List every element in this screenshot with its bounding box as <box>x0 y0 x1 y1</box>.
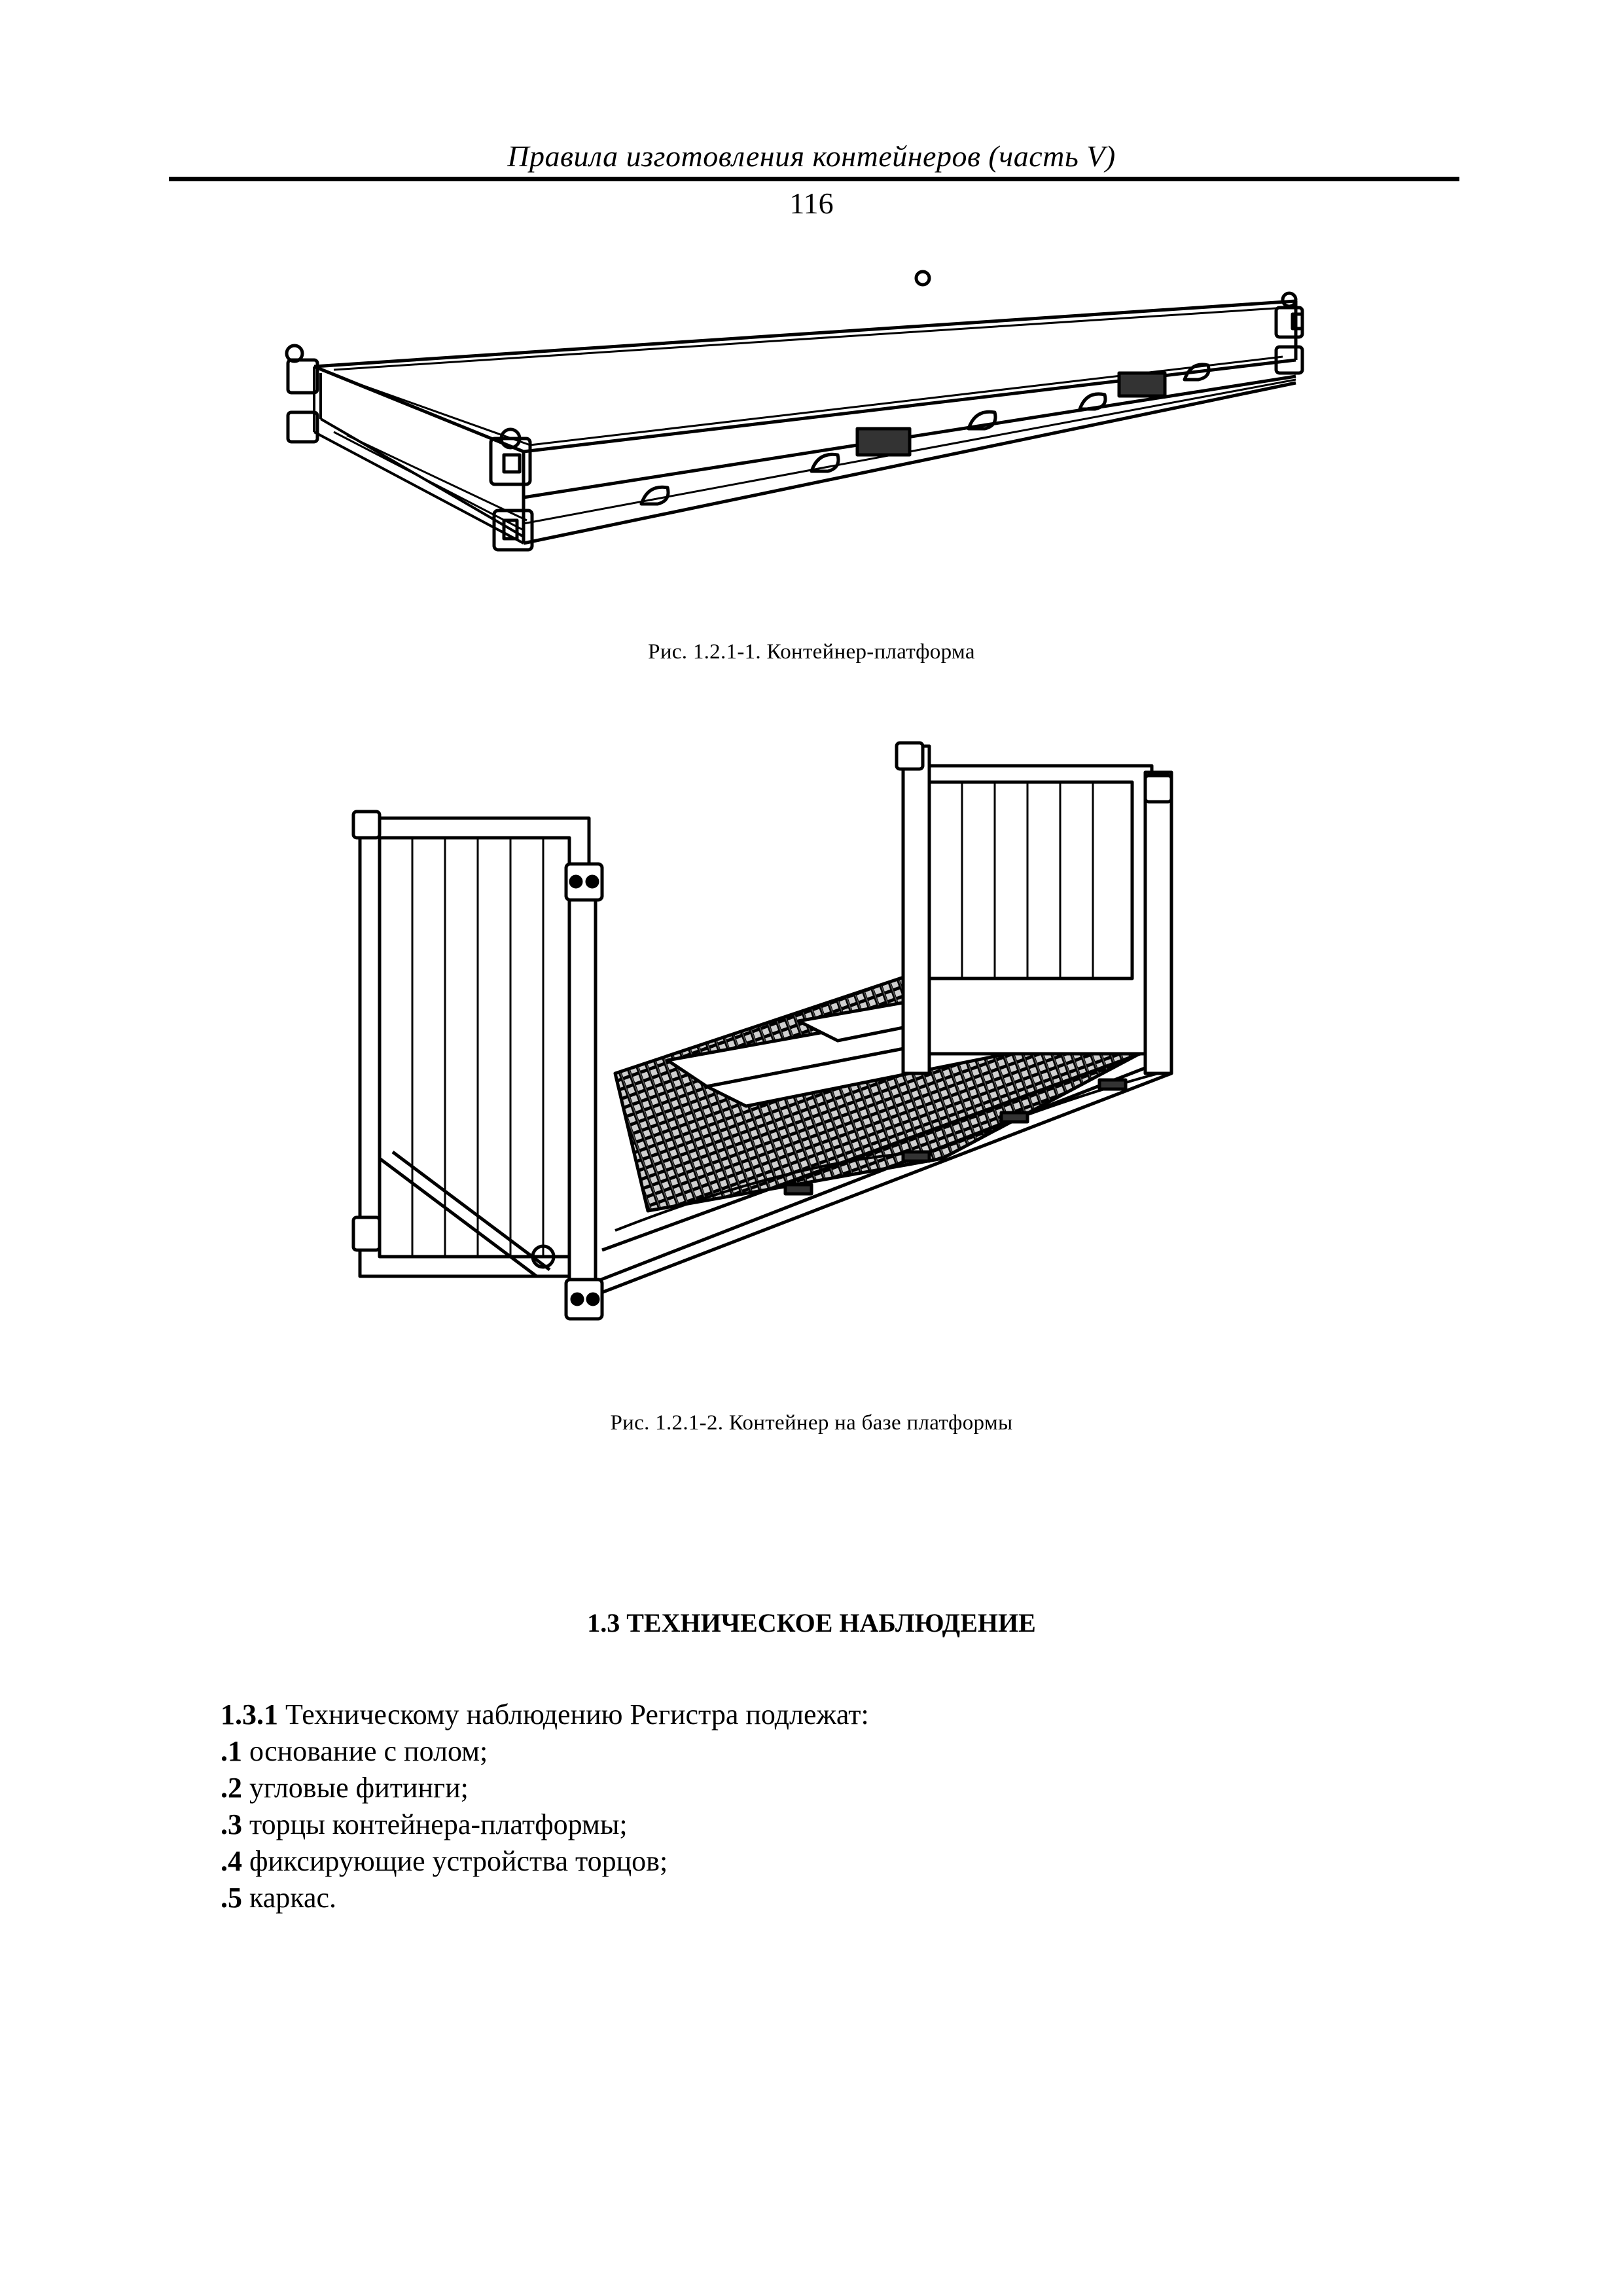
item-text: каркас. <box>242 1882 337 1914</box>
list-item: .5 каркас. <box>221 1880 1464 1916</box>
page-number: 116 <box>789 187 834 220</box>
item-number: .1 <box>221 1735 242 1767</box>
item-text: торцы контейнера-платформы; <box>242 1808 628 1840</box>
figure-caption-2: Рис. 1.2.1-2. Контейнер на базе платформ… <box>610 1411 1013 1435</box>
item-number: .2 <box>221 1772 242 1804</box>
item-text: основание с полом; <box>242 1735 488 1767</box>
section-heading: 1.3 ТЕХНИЧЕСКОЕ НАБЛЮДЕНИЕ <box>587 1608 1036 1638</box>
item-number: .3 <box>221 1808 242 1840</box>
running-header: Правила изготовления контейнеров (часть … <box>507 139 1116 173</box>
list-item: .1 основание с полом; <box>221 1733 1464 1770</box>
inspection-list: 1.3.1 Техническому наблюдению Регистра п… <box>221 1696 1464 1916</box>
clause-number: 1.3.1 <box>221 1698 278 1731</box>
clause-text: Техническому наблюдению Регистра подлежа… <box>278 1698 869 1731</box>
item-number: .5 <box>221 1882 242 1914</box>
platform-based-container-with-ends-drawing <box>351 741 1173 1321</box>
list-item: .4 фиксирующие устройства торцов; <box>221 1843 1464 1880</box>
item-number: .4 <box>221 1845 242 1877</box>
list-item: .3 торцы контейнера-платформы; <box>221 1806 1464 1843</box>
flat-platform-container-drawing <box>285 270 1304 552</box>
list-item: .2 угловые фитинги; <box>221 1770 1464 1806</box>
item-text: фиксирующие устройства торцов; <box>242 1845 668 1877</box>
figure-caption-1: Рис. 1.2.1-1. Контейнер-платформа <box>648 640 975 664</box>
list-intro: 1.3.1 Техническому наблюдению Регистра п… <box>221 1696 1464 1733</box>
item-text: угловые фитинги; <box>242 1772 469 1804</box>
header-rule <box>169 177 1459 181</box>
